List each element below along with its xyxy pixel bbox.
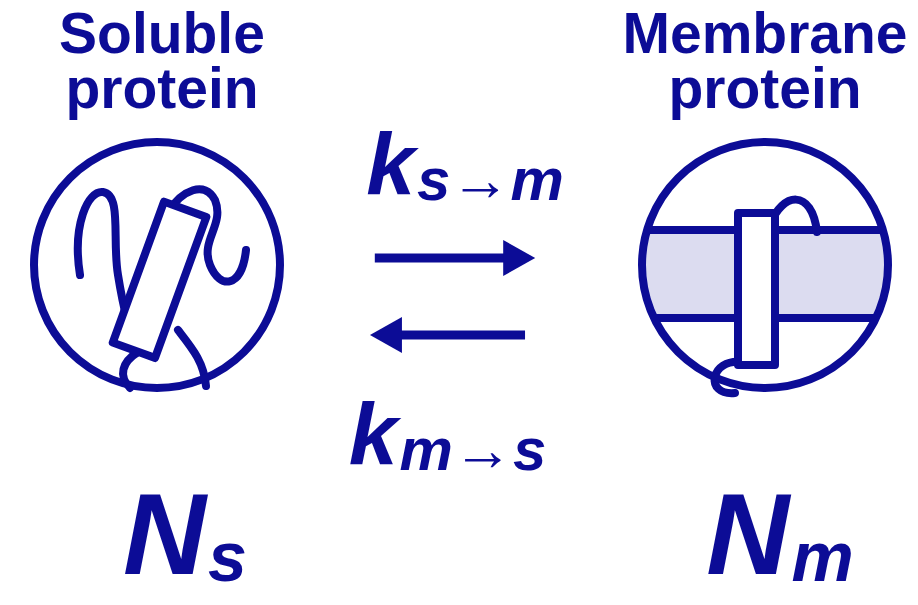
population-symbol: Ns [123, 477, 247, 605]
population-symbol: Nm [706, 477, 853, 605]
circle-outline [30, 138, 284, 392]
rate-constant: km→s [349, 390, 547, 509]
helix-rect [113, 202, 207, 358]
arrow-shaft [375, 254, 505, 263]
protein-node: Soluble proteinNs [30, 138, 284, 392]
reaction-arrow [370, 317, 525, 353]
arrow-head [503, 240, 535, 276]
node-heading: Soluble protein [12, 6, 312, 116]
circle-outline [34, 142, 280, 388]
node-heading: Membrane protein [615, 6, 915, 116]
arrow-head [370, 317, 402, 353]
arrow-shaft [400, 331, 525, 340]
rate-constant: ks→m [366, 120, 564, 239]
helix-rect [738, 213, 775, 365]
reaction-arrow [375, 240, 535, 276]
circle-outline [638, 138, 892, 392]
circle-outline [642, 142, 888, 388]
protein-node: Membrane proteinNm [638, 138, 892, 392]
